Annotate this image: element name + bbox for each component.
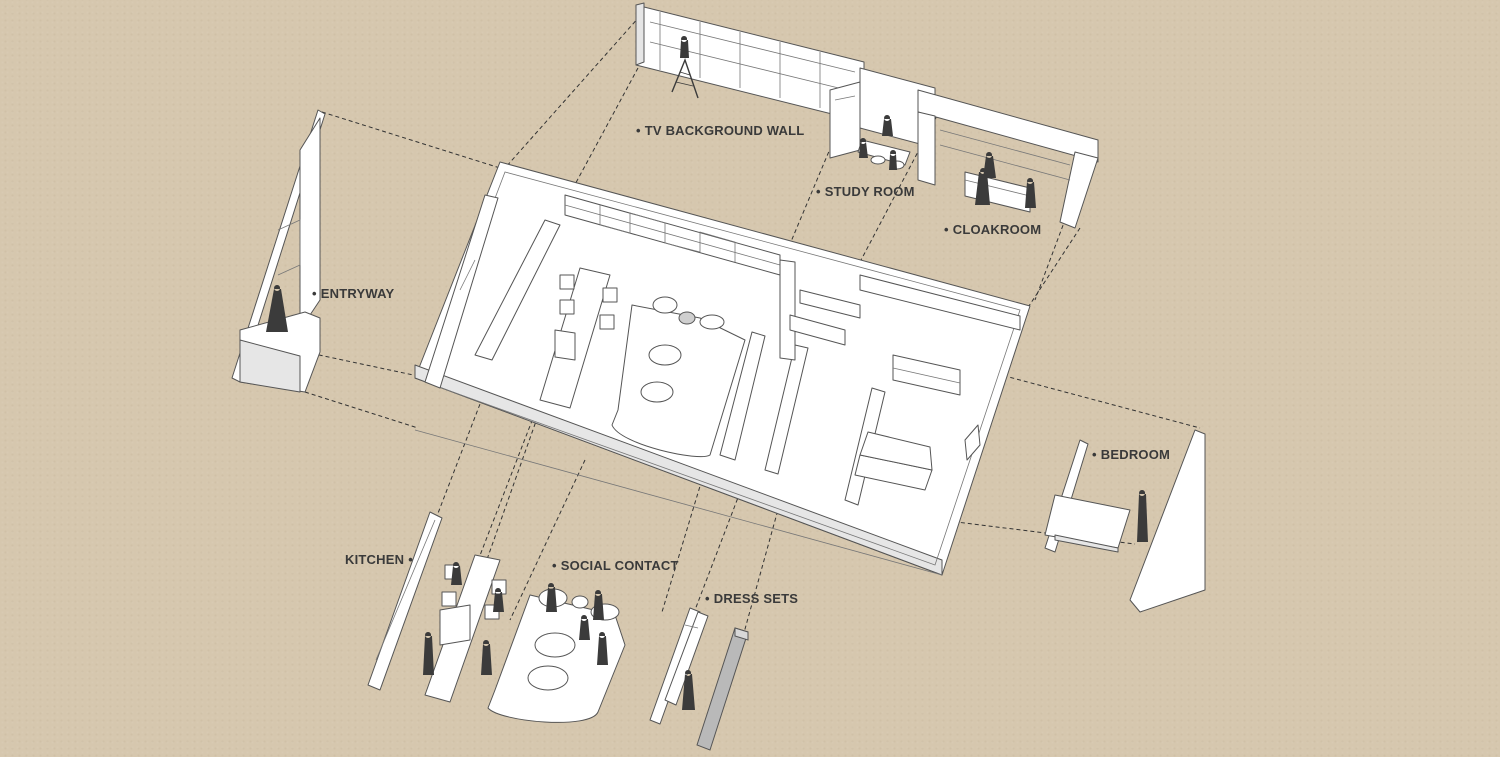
label-text: DRESS SETS (713, 591, 799, 606)
label-bullet: • (552, 558, 557, 573)
label-bullet: • (944, 222, 949, 237)
label-entryway: •ENTRYWAY (308, 286, 394, 301)
label-bullet: • (1092, 447, 1097, 462)
label-social-contact: •SOCIAL CONTACT (548, 558, 679, 573)
label-study-room: •STUDY ROOM (812, 184, 915, 199)
label-text: ENTRYWAY (320, 286, 395, 301)
kitchen-model (367, 511, 507, 703)
label-text: KITCHEN (345, 552, 405, 567)
label-kitchen: KITCHEN• (345, 552, 417, 567)
label-bullet: • (408, 552, 413, 567)
label-cloakroom: •CLOAKROOM (940, 222, 1041, 237)
label-text: CLOAKROOM (952, 222, 1042, 237)
label-text: SOCIAL CONTACT (560, 558, 679, 573)
label-bullet: • (816, 184, 821, 199)
label-bedroom: •BEDROOM (1088, 447, 1170, 462)
label-text: TV BACKGROUND WALL (644, 123, 805, 138)
main-apartment-model (414, 161, 1031, 576)
label-bullet: • (312, 286, 317, 301)
cloakroom-model (917, 89, 1099, 229)
label-text: STUDY ROOM (824, 184, 915, 199)
study-room-model (829, 67, 936, 170)
label-dress-sets: •DRESS SETS (701, 591, 798, 606)
bedroom-model (1044, 429, 1206, 613)
social-contact-model (487, 583, 626, 723)
label-bullet: • (636, 123, 641, 138)
label-text: BEDROOM (1100, 447, 1171, 462)
entryway-model (231, 109, 326, 393)
dress-sets-model (649, 607, 749, 751)
label-bullet: • (705, 591, 710, 606)
label-tv-background-wall: •TV BACKGROUND WALL (632, 123, 804, 138)
